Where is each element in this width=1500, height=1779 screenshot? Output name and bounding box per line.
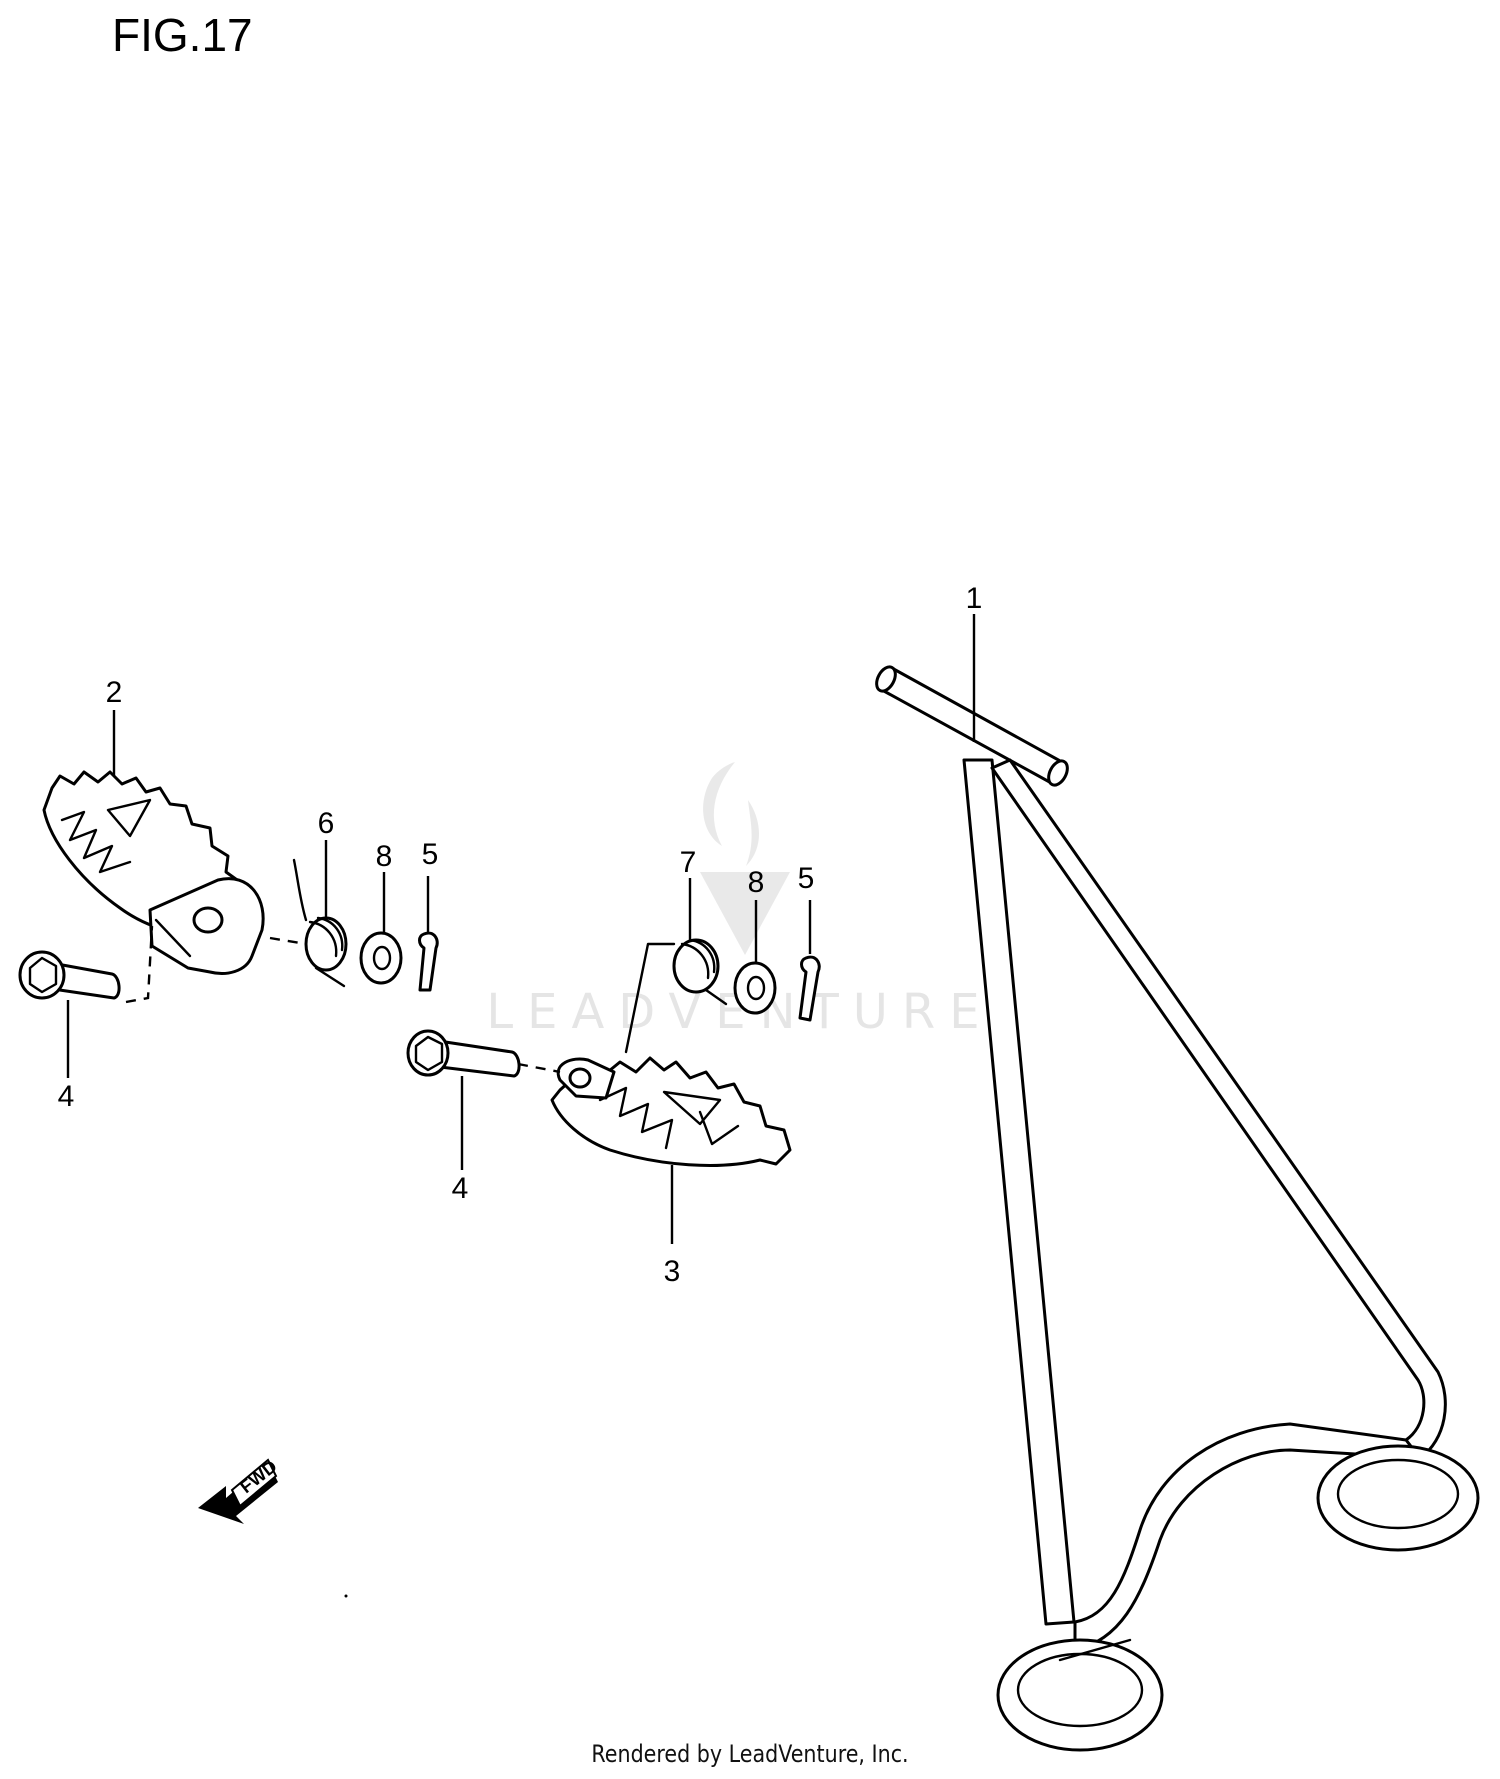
part-5-cotter-pin-right [798,955,821,1022]
part-1-stand [875,665,1480,1752]
callout-7: 7 [680,846,697,879]
part-4-pin-left [18,950,121,1000]
part-8-washer-left [359,931,403,985]
part-7-spring [624,938,728,1054]
figure-title: FIG.17 [112,9,253,61]
callout-8-right: 8 [748,866,765,899]
leadventure-watermark: LEADVENTURE [486,762,993,1040]
watermark-text: LEADVENTURE [486,984,993,1040]
callout-6: 6 [318,807,335,840]
assembly-lines [125,925,561,1074]
callout-1: 1 [966,582,983,615]
callout-4-left: 4 [58,1080,75,1113]
stray-dot [344,1594,348,1598]
part-2-footpeg [42,770,265,975]
callout-5-right: 5 [798,862,815,895]
fwd-arrow: FWD [198,1456,281,1524]
part-3-footpeg [550,1056,792,1167]
leader-lines [66,614,976,1244]
footer-credit: Rendered by LeadVenture, Inc. [591,1740,909,1768]
callout-4-right: 4 [452,1172,469,1205]
callout-numbers: 1 2 3 4 4 5 5 6 7 8 8 [58,582,983,1288]
callout-5-left: 5 [422,838,439,871]
part-6-spring [292,858,348,988]
callout-8-left: 8 [376,840,393,873]
part-4-pin-right [406,1029,521,1078]
callout-2: 2 [106,676,123,709]
part-5-cotter-pin-left [418,931,439,992]
callout-3: 3 [664,1255,681,1288]
part-8-washer-right [733,961,777,1015]
